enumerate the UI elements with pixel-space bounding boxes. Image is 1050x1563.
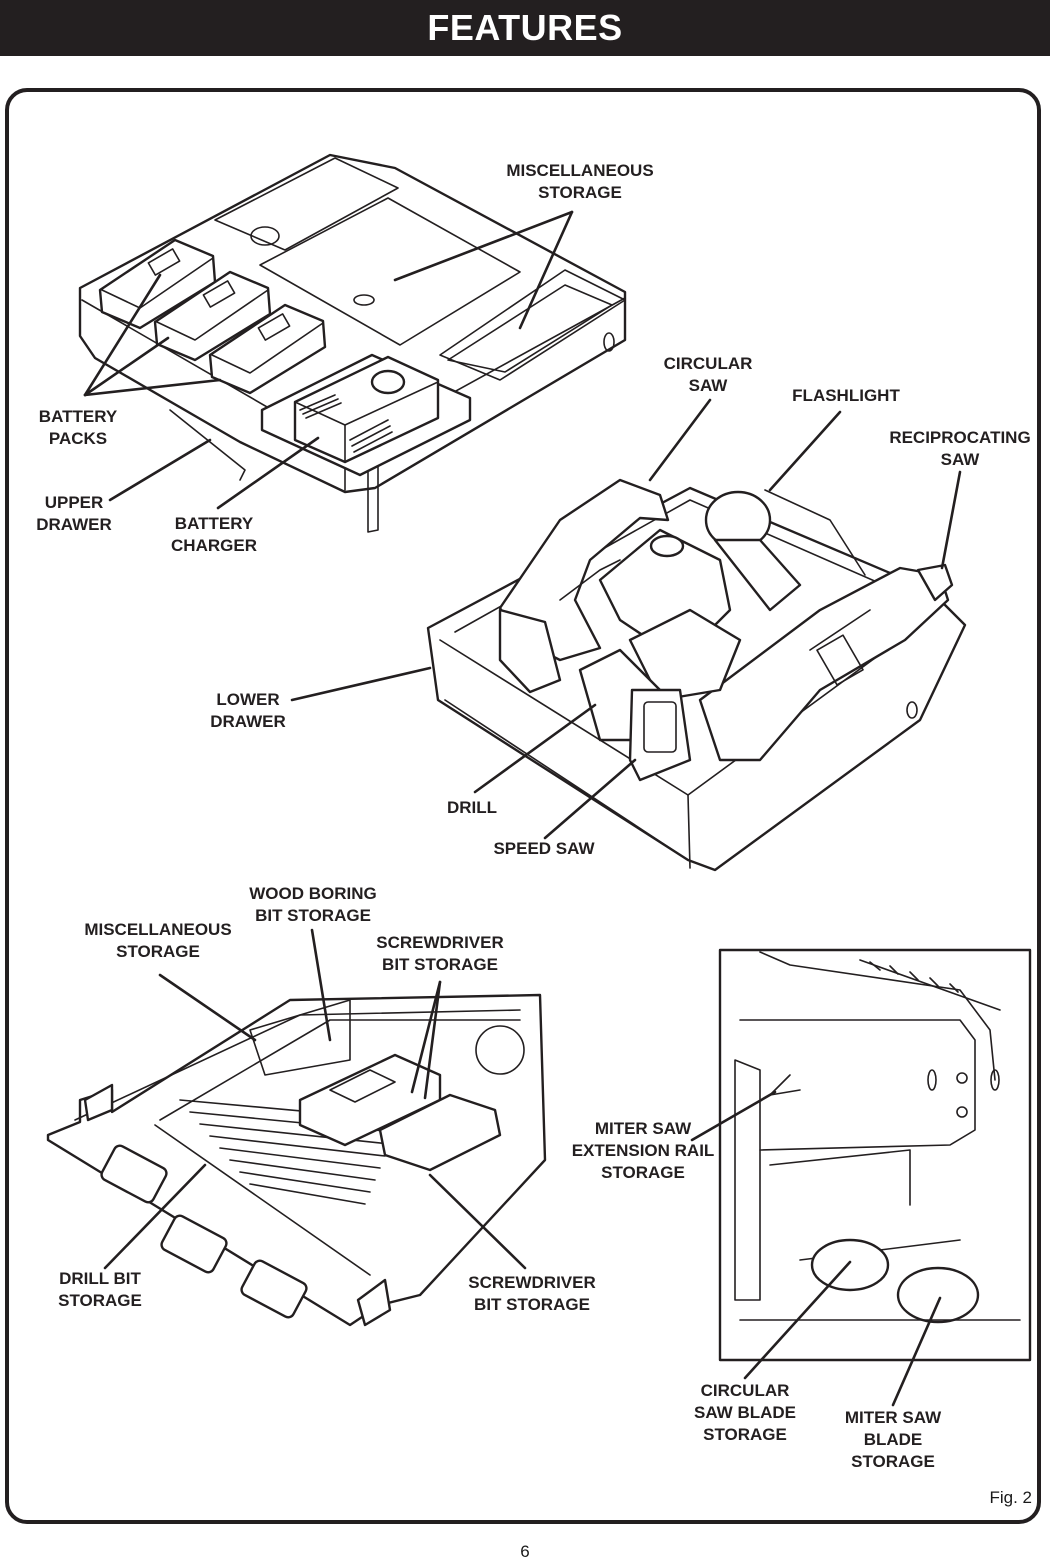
leader-lines <box>83 210 962 1407</box>
label-miscellaneous-storage-bottom: MISCELLANEOUS STORAGE <box>84 920 232 961</box>
drill-tool <box>598 528 742 702</box>
miter-saw-base-illustration <box>718 948 1032 1362</box>
label-miter-saw-extension-rail-storage: MITER SAW EXTENSION RAIL STORAGE <box>571 1119 715 1182</box>
circular-saw-tool <box>498 478 670 694</box>
bit-tray-illustration <box>46 993 547 1327</box>
label-lower-drawer: LOWER DRAWER <box>210 690 286 731</box>
label-speed-saw: SPEED SAW <box>493 839 595 858</box>
label-flashlight: FLASHLIGHT <box>792 386 900 405</box>
speed-saw-tool <box>578 648 692 782</box>
upper-drawer-illustration <box>78 153 627 533</box>
battery-pack-3 <box>208 303 327 395</box>
label-wood-boring-bit-storage: WOOD BORING BIT STORAGE <box>249 884 377 925</box>
page-title: FEATURES <box>427 7 623 48</box>
label-drill-bit-storage: DRILL BIT STORAGE <box>58 1269 142 1310</box>
label-battery-packs: BATTERY PACKS <box>38 407 118 448</box>
figure-caption: Fig. 2 <box>989 1488 1032 1507</box>
flashlight-tool <box>704 489 866 612</box>
label-reciprocating-saw: RECIPROCATING SAW <box>889 428 1031 469</box>
label-drill: DRILL <box>446 798 498 817</box>
label-upper-drawer: UPPER DRAWER <box>36 493 112 534</box>
page-number: 6 <box>520 1542 530 1561</box>
figure-frame <box>5 88 1041 1524</box>
label-circular-saw-blade-storage: CIRCULAR SAW BLADE STORAGE <box>694 1381 796 1444</box>
label-miscellaneous-storage-top: MISCELLANEOUS STORAGE <box>506 161 654 202</box>
label-miter-saw-blade-storage: MITER SAW BLADE STORAGE <box>844 1408 942 1471</box>
label-screwdriver-bit-storage-top: SCREWDRIVER BIT STORAGE <box>376 933 504 974</box>
label-screwdriver-bit-storage-bottom: SCREWDRIVER BIT STORAGE <box>468 1273 596 1314</box>
label-battery-charger: BATTERY CHARGER <box>171 514 257 555</box>
reciprocating-saw-tool <box>698 563 954 762</box>
header-bar: FEATURES <box>0 0 1050 56</box>
lower-drawer-illustration <box>426 478 967 872</box>
label-circular-saw: CIRCULAR SAW <box>663 354 753 395</box>
battery-charger <box>260 353 472 477</box>
